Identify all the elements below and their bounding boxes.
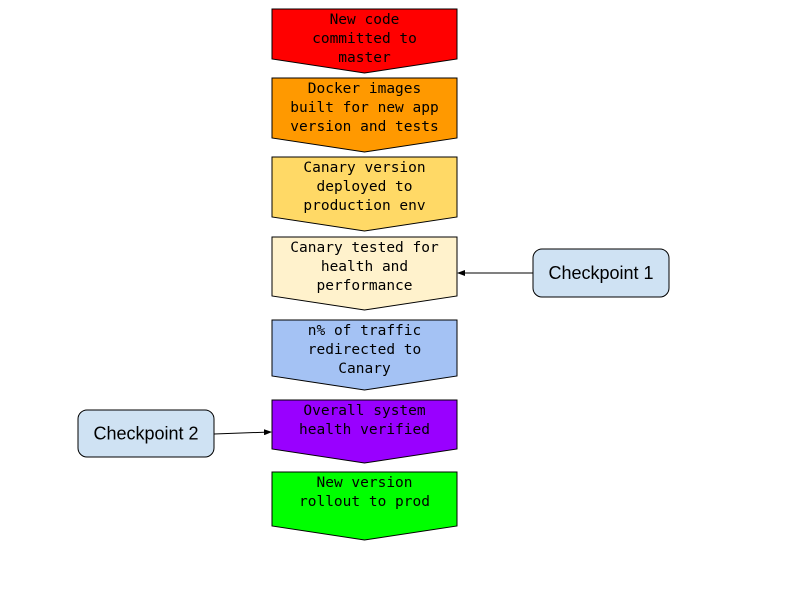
flow-step-tested: Canary tested for health and performance: [271, 236, 458, 311]
checkpoint-box: [77, 409, 215, 458]
checkpoint-2-arrow: [213, 429, 272, 436]
checkpoint-1: Checkpoint 1: [532, 248, 670, 298]
flow-step-rollout: New version rollout to prod: [271, 471, 458, 541]
step-text-line: performance: [316, 278, 412, 294]
flow-step-traffic: n% of traffic redirected to Canary: [271, 319, 458, 391]
flow-step-commit: New code committed to master: [271, 8, 458, 74]
checkpoints: Checkpoint 1 Checkpoint 2: [77, 248, 670, 458]
step-text-line: production env: [303, 198, 425, 214]
step-text-line: master: [338, 50, 391, 66]
checkpoint-label: Checkpoint 2: [93, 424, 198, 444]
flow-step-verified: Overall system health verified: [271, 399, 458, 464]
chevron-shape: [271, 471, 458, 541]
step-text-line: New version: [316, 475, 412, 491]
flow-step-docker: Docker images built for new app version an…: [271, 77, 458, 153]
step-text-line: n% of traffic: [308, 323, 422, 339]
step-text-line: Canary: [338, 361, 391, 377]
chevron-shape: [271, 156, 458, 232]
step-text-line: deployed to: [316, 179, 412, 195]
flow-step-deploy: Canary version deployed to production env: [271, 156, 458, 232]
chevron-shape: [271, 8, 458, 74]
checkpoint-box: [532, 248, 670, 298]
chevron-shape: [271, 319, 458, 391]
step-text-line: rollout to prod: [299, 494, 430, 510]
step-text-line: built for new app: [290, 100, 438, 116]
step-text-line: New code: [330, 12, 400, 28]
chevron-shape: [271, 399, 458, 464]
step-text-line: Overall system: [303, 403, 425, 419]
checkpoint-connectors: [213, 270, 533, 436]
step-text-line: Canary version: [303, 160, 425, 176]
step-text-line: committed to: [312, 31, 417, 47]
step-text-line: health and: [321, 259, 408, 275]
checkpoint-label: Checkpoint 1: [548, 263, 653, 283]
chevron-shape: [271, 77, 458, 153]
chevron-shape: [271, 236, 458, 311]
step-text-line: redirected to: [308, 342, 422, 358]
step-text-line: Docker images: [308, 81, 422, 97]
step-text-line: health verified: [299, 422, 430, 438]
step-text-line: version and tests: [290, 119, 438, 135]
checkpoint-2: Checkpoint 2: [77, 409, 215, 458]
step-text-line: Canary tested for: [290, 240, 439, 256]
